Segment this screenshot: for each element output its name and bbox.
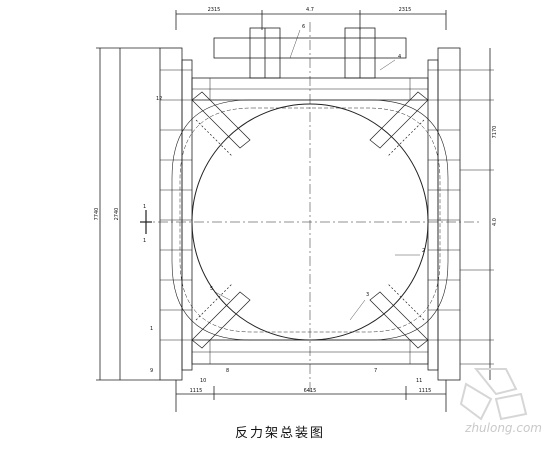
brace-top-left xyxy=(191,91,251,149)
left-outer-column xyxy=(159,47,183,381)
part-mark: 10 xyxy=(200,378,206,384)
part-mark: 1 xyxy=(150,326,153,332)
part-mark: 11 xyxy=(416,378,422,384)
part-mark: 8 xyxy=(226,368,229,374)
right-dim-lower: 4.0 xyxy=(492,218,498,226)
top-dim-left: 2315 xyxy=(208,7,221,13)
zhulong-logo-icon xyxy=(459,368,528,421)
cut-mark-bottom: 1 xyxy=(143,238,146,244)
bottom-dim-right: 1115 xyxy=(419,388,432,394)
watermark-text: zhulong.com xyxy=(465,421,542,435)
left-dim-outer: 7740 xyxy=(94,208,100,221)
ring-frame-outer xyxy=(171,99,449,341)
left-dim-inner: 2740 xyxy=(114,208,120,221)
part-mark: 6 xyxy=(302,24,305,30)
part-mark: 3 xyxy=(366,292,369,298)
part-mark: 4 xyxy=(398,54,401,60)
left-inner-column xyxy=(181,59,193,371)
part-mark: 5 xyxy=(210,286,213,292)
right-dim-upper: 7170 xyxy=(492,126,498,139)
top-dim-right: 2315 xyxy=(399,7,412,13)
brace-bottom-left xyxy=(191,291,251,349)
part-mark: 12 xyxy=(156,96,162,102)
right-inner-column xyxy=(427,59,439,371)
bottom-dim-middle: 6415 xyxy=(304,388,317,394)
bottom-dim-left: 1115 xyxy=(190,388,203,394)
drawing-caption: 反力架总装图 xyxy=(234,426,325,441)
part-mark: 7 xyxy=(374,368,377,374)
cut-mark-top: 1 xyxy=(143,204,146,210)
part-mark: 9 xyxy=(150,368,153,374)
brace-bottom-right xyxy=(369,291,429,349)
top-dim-middle: 4.7 xyxy=(306,7,314,13)
right-outer-column xyxy=(437,47,461,381)
brace-top-right xyxy=(369,91,429,149)
ring-frame-inner xyxy=(179,107,441,333)
part-mark: 2 xyxy=(422,248,425,254)
